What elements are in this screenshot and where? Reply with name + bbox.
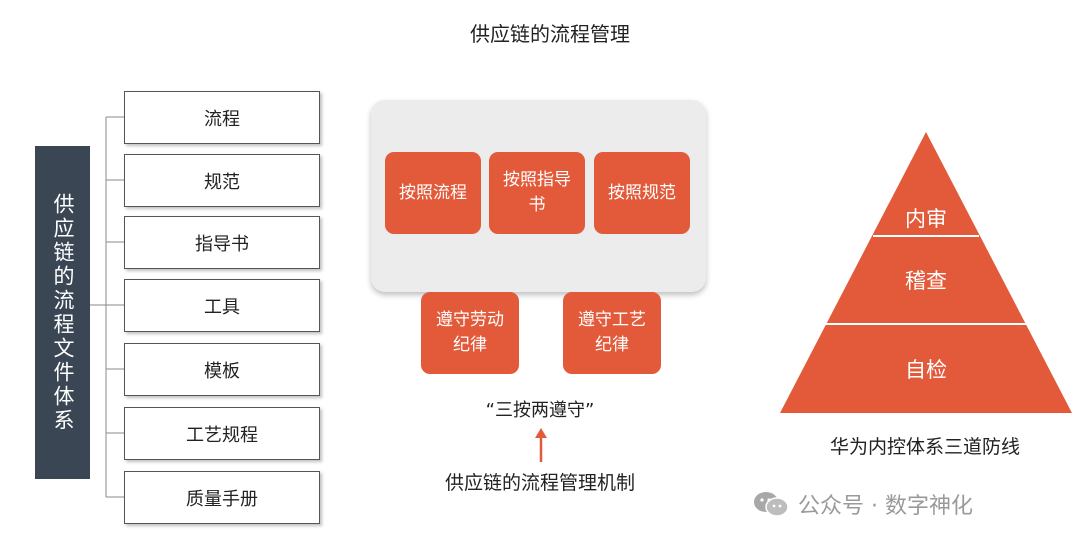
comply-labor-box: 遵守劳动纪律: [421, 292, 519, 374]
wechat-icon: [752, 490, 790, 518]
mechanism-caption: 供应链的流程管理机制: [444, 472, 635, 494]
doc-system-label: 供应链的流程文件体系: [35, 146, 90, 479]
defense-lines-caption: 华为内控体系三道防线: [829, 436, 1020, 458]
watermark-text: 公众号 · 数字神化: [798, 494, 973, 519]
follow-process-box: 按照流程: [385, 152, 481, 234]
doc-item-quality-manual: 质量手册: [124, 471, 320, 524]
pyramid-level-inspection: 稽查: [905, 269, 947, 293]
page-title: 供应链的流程管理: [470, 22, 630, 46]
pyramid-level-internal-audit: 内审: [905, 207, 947, 231]
three-two-quote: “三按两遵守”: [485, 400, 595, 421]
doc-item-template: 模板: [124, 343, 320, 396]
doc-item-standard: 规范: [124, 154, 320, 207]
doc-item-guide: 指导书: [124, 216, 320, 269]
follow-standard-box: 按照规范: [594, 152, 690, 234]
doc-item-craft-rules: 工艺规程: [124, 407, 320, 460]
doc-item-process: 流程: [124, 91, 320, 144]
comply-craft-box: 遵守工艺纪律: [563, 292, 661, 374]
doc-item-tools: 工具: [124, 279, 320, 332]
watermark: 公众号 · 数字神化: [752, 488, 973, 520]
follow-guide-box: 按照指导书: [489, 152, 585, 234]
pyramid-level-self-check: 自检: [905, 358, 947, 382]
